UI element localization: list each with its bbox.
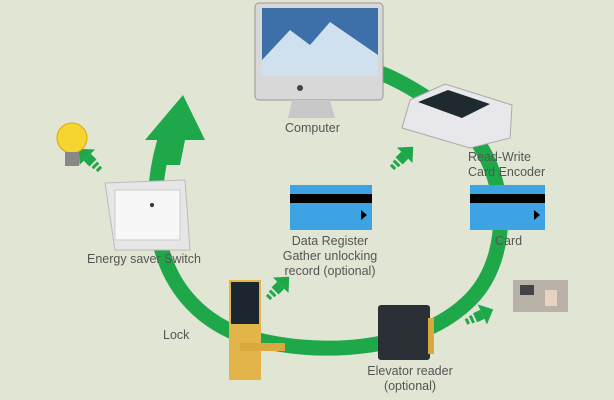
computer-icon [254, 2, 384, 118]
data-register-line3: record (optional) [284, 264, 376, 278]
arrow-to-bulb [78, 148, 103, 173]
magnetic-stripe [470, 194, 545, 203]
energy-switch-label: Energy saver Switch [87, 252, 201, 266]
encoder-label-line1: Read-Write [468, 150, 531, 164]
arrow-to-data-register [265, 276, 290, 301]
data-register-line2: Gather unlocking [282, 249, 378, 263]
magnetic-stripe [290, 194, 372, 203]
computer-label: Computer [285, 121, 340, 135]
arrow-to-encoder [389, 146, 414, 171]
arrow-to-door [464, 304, 494, 325]
elevator-label-line1: Elevator reader [367, 364, 453, 378]
elevator-label-line2: (optional) [383, 379, 437, 393]
door-lock-icon [229, 280, 285, 380]
card-arrow-icon [361, 210, 367, 220]
door-photo [513, 280, 568, 312]
encoder-label-line2: Card Encoder [468, 165, 546, 179]
light-bulb-icon [56, 122, 88, 166]
card-encoder-icon [401, 83, 513, 149]
energy-switch-icon [104, 179, 191, 251]
lock-label: Lock [163, 328, 190, 342]
card-image [470, 185, 545, 230]
card-label: Card [495, 234, 523, 248]
data-register-line1: Data Register [291, 234, 369, 248]
cycle-arrow-head [145, 95, 205, 165]
elevator-reader-icon [378, 305, 434, 360]
data-register-card [290, 185, 372, 230]
card-arrow-icon [534, 210, 540, 220]
